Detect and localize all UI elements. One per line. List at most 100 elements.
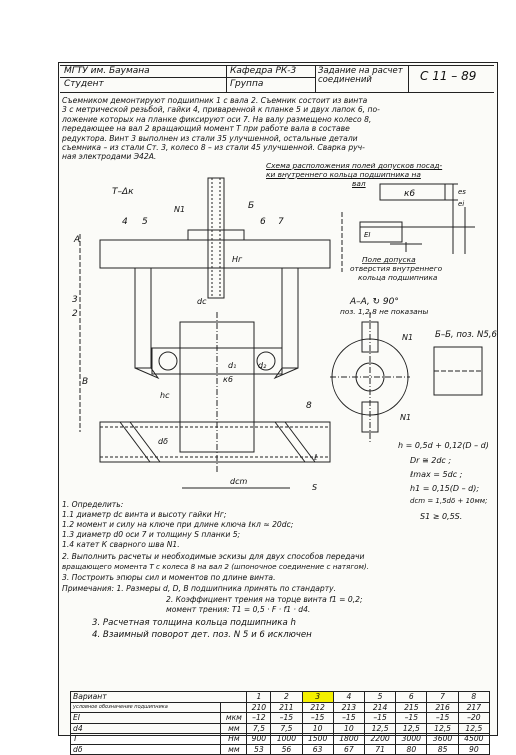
row-label: d4 — [69, 722, 222, 734]
table-cell: 56 — [270, 743, 303, 755]
table-cell: –15 — [395, 712, 428, 724]
table-cell: 10 — [332, 722, 365, 734]
table-cell: 2200 — [363, 733, 397, 745]
table-header-cell: Вариант — [69, 691, 248, 703]
dim-d-delta: dδ — [158, 437, 168, 446]
puller-assembly — [79, 177, 343, 489]
pos-n1: N1 — [174, 205, 185, 214]
assembly-drawing: к6 es ei EI Поле допуска отверстия внутр… — [72, 177, 497, 492]
pos-5: 5 — [142, 217, 148, 227]
description-line: ная электродами Э42А. — [62, 152, 157, 162]
table-header-cell: 7 — [426, 691, 459, 703]
row-unit: мкм — [220, 712, 248, 724]
formula-s1: S1 ≥ 0,5S. — [420, 512, 463, 521]
variants-table: Вариант 1 2 3 4 5 6 7 8 условное обознач… — [69, 691, 491, 755]
table-cell: 212 — [301, 701, 334, 713]
formula-h: h = 0,5d + 0,12(D – d) — [398, 441, 489, 450]
description-line: съемника – из стали Ст. 3, колесо 8 – из… — [62, 143, 365, 152]
table-header-row: Вариант 1 2 3 4 5 6 7 8 — [69, 691, 491, 703]
table-cell: 3000 — [395, 733, 428, 745]
formula-dcm: dcm = 1,5dδ + 10мм; — [410, 497, 488, 505]
scheme-title: Схема расположения полей допусков посад- — [266, 161, 443, 170]
table-cell: 900 — [246, 733, 272, 745]
table-cell: 1800 — [332, 733, 365, 745]
dim-k6: к6 — [223, 375, 233, 384]
row-label: dδ — [69, 743, 222, 755]
table-row: T Нм 900 1000 1500 1800 2200 3000 3600 4… — [69, 733, 491, 745]
row-unit — [220, 701, 248, 713]
section-b-label: Б — [248, 201, 254, 211]
assignment-title: Задание на расчет соединений — [318, 66, 403, 85]
task-line: 4. Взаимный поворот дет. поз. N 5 и 6 ис… — [92, 630, 312, 640]
table-cell: –15 — [426, 712, 459, 724]
dim-s: S — [312, 483, 317, 492]
table-header-cell: 5 — [363, 691, 397, 703]
pos-n1-aa: N1 — [402, 333, 413, 342]
description-line: 3 с метрической резьбой, гайки 4, привар… — [62, 105, 380, 115]
group-label: Группа — [230, 79, 264, 89]
table-row: условное обозначение подшипника 210 211 … — [69, 701, 491, 713]
table-cell: 3600 — [426, 733, 459, 745]
dim-d1: d₁ — [228, 361, 236, 370]
description-line: передающее на вал 2 вращающий момент T п… — [62, 124, 350, 134]
table-cell: 12,5 — [395, 722, 428, 734]
scheme-title-3: вал — [352, 179, 366, 188]
table-cell: 85 — [426, 743, 459, 755]
row-unit: мм — [220, 722, 248, 734]
student-label: Студент — [64, 79, 104, 89]
task-line: момент трения: T1 = 0,5 · F · f1 · d4. — [166, 605, 311, 614]
row-label: EI — [69, 712, 222, 724]
section-bb-view — [433, 346, 483, 396]
row-unit: мм — [220, 743, 248, 755]
EI-label: EI — [364, 231, 371, 239]
table-row: d4 мм 7,5 7,5 10 10 12,5 12,5 12,5 12,5 — [69, 722, 491, 734]
table-cell: 216 — [426, 701, 459, 713]
formula-h1: h1 = 0,15(D – d); — [410, 484, 480, 493]
row-label: условное обозначение подшипника — [69, 701, 222, 713]
table-cell: 213 — [332, 701, 365, 713]
table-cell: 4500 — [457, 733, 491, 745]
table-cell: 1500 — [301, 733, 334, 745]
pos-8: 8 — [306, 401, 312, 411]
dim-hg: Hг — [232, 255, 243, 264]
section-aa-note: поз. 1,2,8 не показаны — [340, 307, 429, 316]
task-line: 2. Выполнить расчеты и необходимые эскиз… — [62, 552, 365, 561]
task-line: 1.2 момент и силу на ключе при длине клю… — [62, 520, 294, 529]
es-label: es — [458, 188, 466, 196]
tolerance-label-3: кольца подшипника — [358, 273, 438, 282]
pos-2: 2 — [72, 309, 78, 319]
table-header-cell: 2 — [270, 691, 303, 703]
table-cell: 90 — [457, 743, 491, 755]
pos-3: 3 — [72, 295, 78, 305]
dim-dcm: dcm — [230, 477, 247, 486]
weld-label: Т–Δк — [112, 187, 134, 197]
task-line: 3. Построить эпюры сил и моментов по дли… — [62, 573, 276, 582]
table-cell: –15 — [332, 712, 365, 724]
task-line: 1. Определить: — [62, 500, 124, 509]
assignment-sheet — [58, 62, 498, 736]
table-row: dδ мм 53 56 63 67 71 80 85 90 — [69, 743, 491, 755]
table-cell: 210 — [246, 701, 272, 713]
pos-4: 4 — [122, 217, 128, 227]
task-line: 1.4 катет К сварного шва N1. — [62, 540, 180, 549]
table-header-cell: 4 — [332, 691, 365, 703]
table-cell: 214 — [363, 701, 397, 713]
table-cell: 71 — [363, 743, 397, 755]
table-cell: –15 — [270, 712, 303, 724]
dim-hc: hс — [160, 391, 170, 400]
section-aa-view — [330, 312, 410, 442]
task-line: 1.1 диаметр dc винта и высоту гайки Hг; — [62, 510, 227, 519]
table-cell: 7,5 — [246, 722, 272, 734]
section-bb-title: Б–Б, поз. N5,6 — [435, 330, 497, 340]
table-cell: –20 — [457, 712, 491, 724]
table-cell: 217 — [457, 701, 491, 713]
problem-description: Съемником демонтируют подшипник 1 с вала… — [62, 96, 492, 172]
table-header-cell: 6 — [395, 691, 428, 703]
table-cell: 80 — [395, 743, 428, 755]
scheme-title-2: ки внутреннего кольца подшипника на — [266, 170, 421, 179]
fit-k6-label: к6 — [404, 189, 415, 199]
section-a-label: А — [73, 235, 80, 245]
table-cell: 10 — [301, 722, 334, 734]
table-header-cell-highlighted: 3 — [301, 691, 334, 703]
table-cell: 12,5 — [457, 722, 491, 734]
